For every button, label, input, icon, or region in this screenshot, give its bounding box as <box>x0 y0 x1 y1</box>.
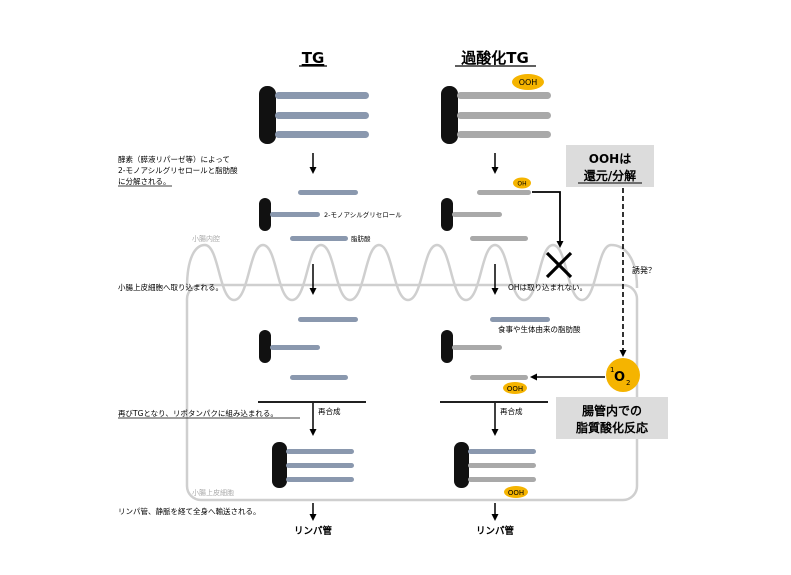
note-uptake: 小腸上皮細胞へ取り込まれる。 <box>118 282 223 292</box>
fa-cell-right-lower <box>470 375 528 380</box>
retg-left-chain-3 <box>286 477 354 482</box>
fa-cell-right-dietary <box>490 317 550 322</box>
label-lymph-left: リンパ管 <box>294 525 333 537</box>
note-enzyme-2: 2-モノアシルグリセロールと脂肪酸 <box>118 165 238 175</box>
reaction-box <box>556 397 668 439</box>
reduction-box-line1: OOHは <box>589 152 631 166</box>
retg-left-glycerol <box>272 442 287 488</box>
label-induction: 誘発？ <box>632 265 656 275</box>
label-lymph-right: リンパ管 <box>476 525 515 537</box>
ooh-badge-retg: OOH <box>504 486 528 498</box>
retg-right-glycerol <box>454 442 469 488</box>
mag-cell-left-chain <box>270 345 320 350</box>
svg-text:2: 2 <box>626 379 630 387</box>
fa-right-upper-oxidized <box>477 190 531 195</box>
oxtg-chain-2 <box>457 112 551 119</box>
label-monoacylglycerol: 2-モノアシルグリセロール <box>324 210 402 219</box>
svg-text:1: 1 <box>610 366 614 374</box>
label-oh-not-absorbed: OHは取り込まれない。 <box>508 283 587 292</box>
fa-cell-left-upper <box>298 317 358 322</box>
epithelial-cell-outline <box>185 283 639 502</box>
mag-right-glycerol <box>441 198 453 231</box>
note-enzyme-1: 酵素（膵液リパーゼ等）によって <box>118 154 230 164</box>
lumen-label: 小腸内腔 <box>192 234 220 243</box>
retg-left-chain-1 <box>286 449 354 454</box>
svg-text:OH: OH <box>517 181 526 188</box>
oh-path-arrow <box>532 191 564 248</box>
label-fatty-acid: 脂肪酸 <box>351 234 371 243</box>
ooh-badge-cell: OOH <box>503 382 527 394</box>
reaction-box-line2: 脂質酸化反応 <box>575 420 648 435</box>
epithelium-label: 小腸上皮細胞 <box>192 488 234 497</box>
reaction-box-line1: 腸管内での <box>582 403 642 418</box>
mag-left-chain <box>270 212 320 217</box>
tg-header: TG <box>302 49 325 67</box>
blocked-x-mark <box>545 251 573 279</box>
retg-left-chain-2 <box>286 463 354 468</box>
label-resynthesis-left: 再合成 <box>318 406 341 416</box>
note-enzyme-3: に分解される。 <box>118 176 171 186</box>
mag-cell-right-glycerol <box>441 330 453 363</box>
fa-right-lower <box>470 236 528 241</box>
mag-cell-right-chain <box>452 345 502 350</box>
tg-glycerol <box>259 86 276 144</box>
note-transport: リンパ管、静脈を経て全身へ輸送される。 <box>118 506 261 516</box>
retg-right-chain-2 <box>468 463 536 468</box>
reduction-box <box>566 145 654 187</box>
fa-cell-left-lower <box>290 375 348 380</box>
mag-left-glycerol <box>259 198 271 231</box>
fa-left-upper <box>298 190 358 195</box>
tg-chain-1 <box>275 92 369 99</box>
label-resynthesis-right: 再合成 <box>500 406 523 416</box>
oh-badge: OH <box>513 177 531 189</box>
oxtg-chain-1 <box>457 92 551 99</box>
svg-text:OOH: OOH <box>519 78 538 87</box>
tg-chain-2 <box>275 112 369 119</box>
oxtg-chain-3 <box>457 131 551 138</box>
label-dietary-fa: 食事や生体由来の脂肪酸 <box>498 324 581 334</box>
tg-chain-3 <box>275 131 369 138</box>
svg-text:OOH: OOH <box>508 489 524 497</box>
oxidized-tg-header: 過酸化TG <box>460 49 529 67</box>
retg-right-chain-1 <box>468 449 536 454</box>
svg-text:OOH: OOH <box>507 385 523 393</box>
intestinal-villi <box>185 243 639 302</box>
oxtg-glycerol <box>441 86 458 144</box>
note-resynthesis: 再びTGとなり、リポタンパクに組み込まれる。 <box>118 408 278 418</box>
retg-right-chain-3 <box>468 477 536 482</box>
singlet-oxygen-badge: 1 O 2 <box>606 358 640 392</box>
mag-cell-left-glycerol <box>259 330 271 363</box>
ooh-badge-top: OOH <box>512 74 544 90</box>
fa-left-lower <box>290 236 348 241</box>
svg-text:O: O <box>614 370 625 385</box>
reduction-box-line2: 還元/分解 <box>584 168 636 183</box>
mag-right-chain <box>452 212 502 217</box>
